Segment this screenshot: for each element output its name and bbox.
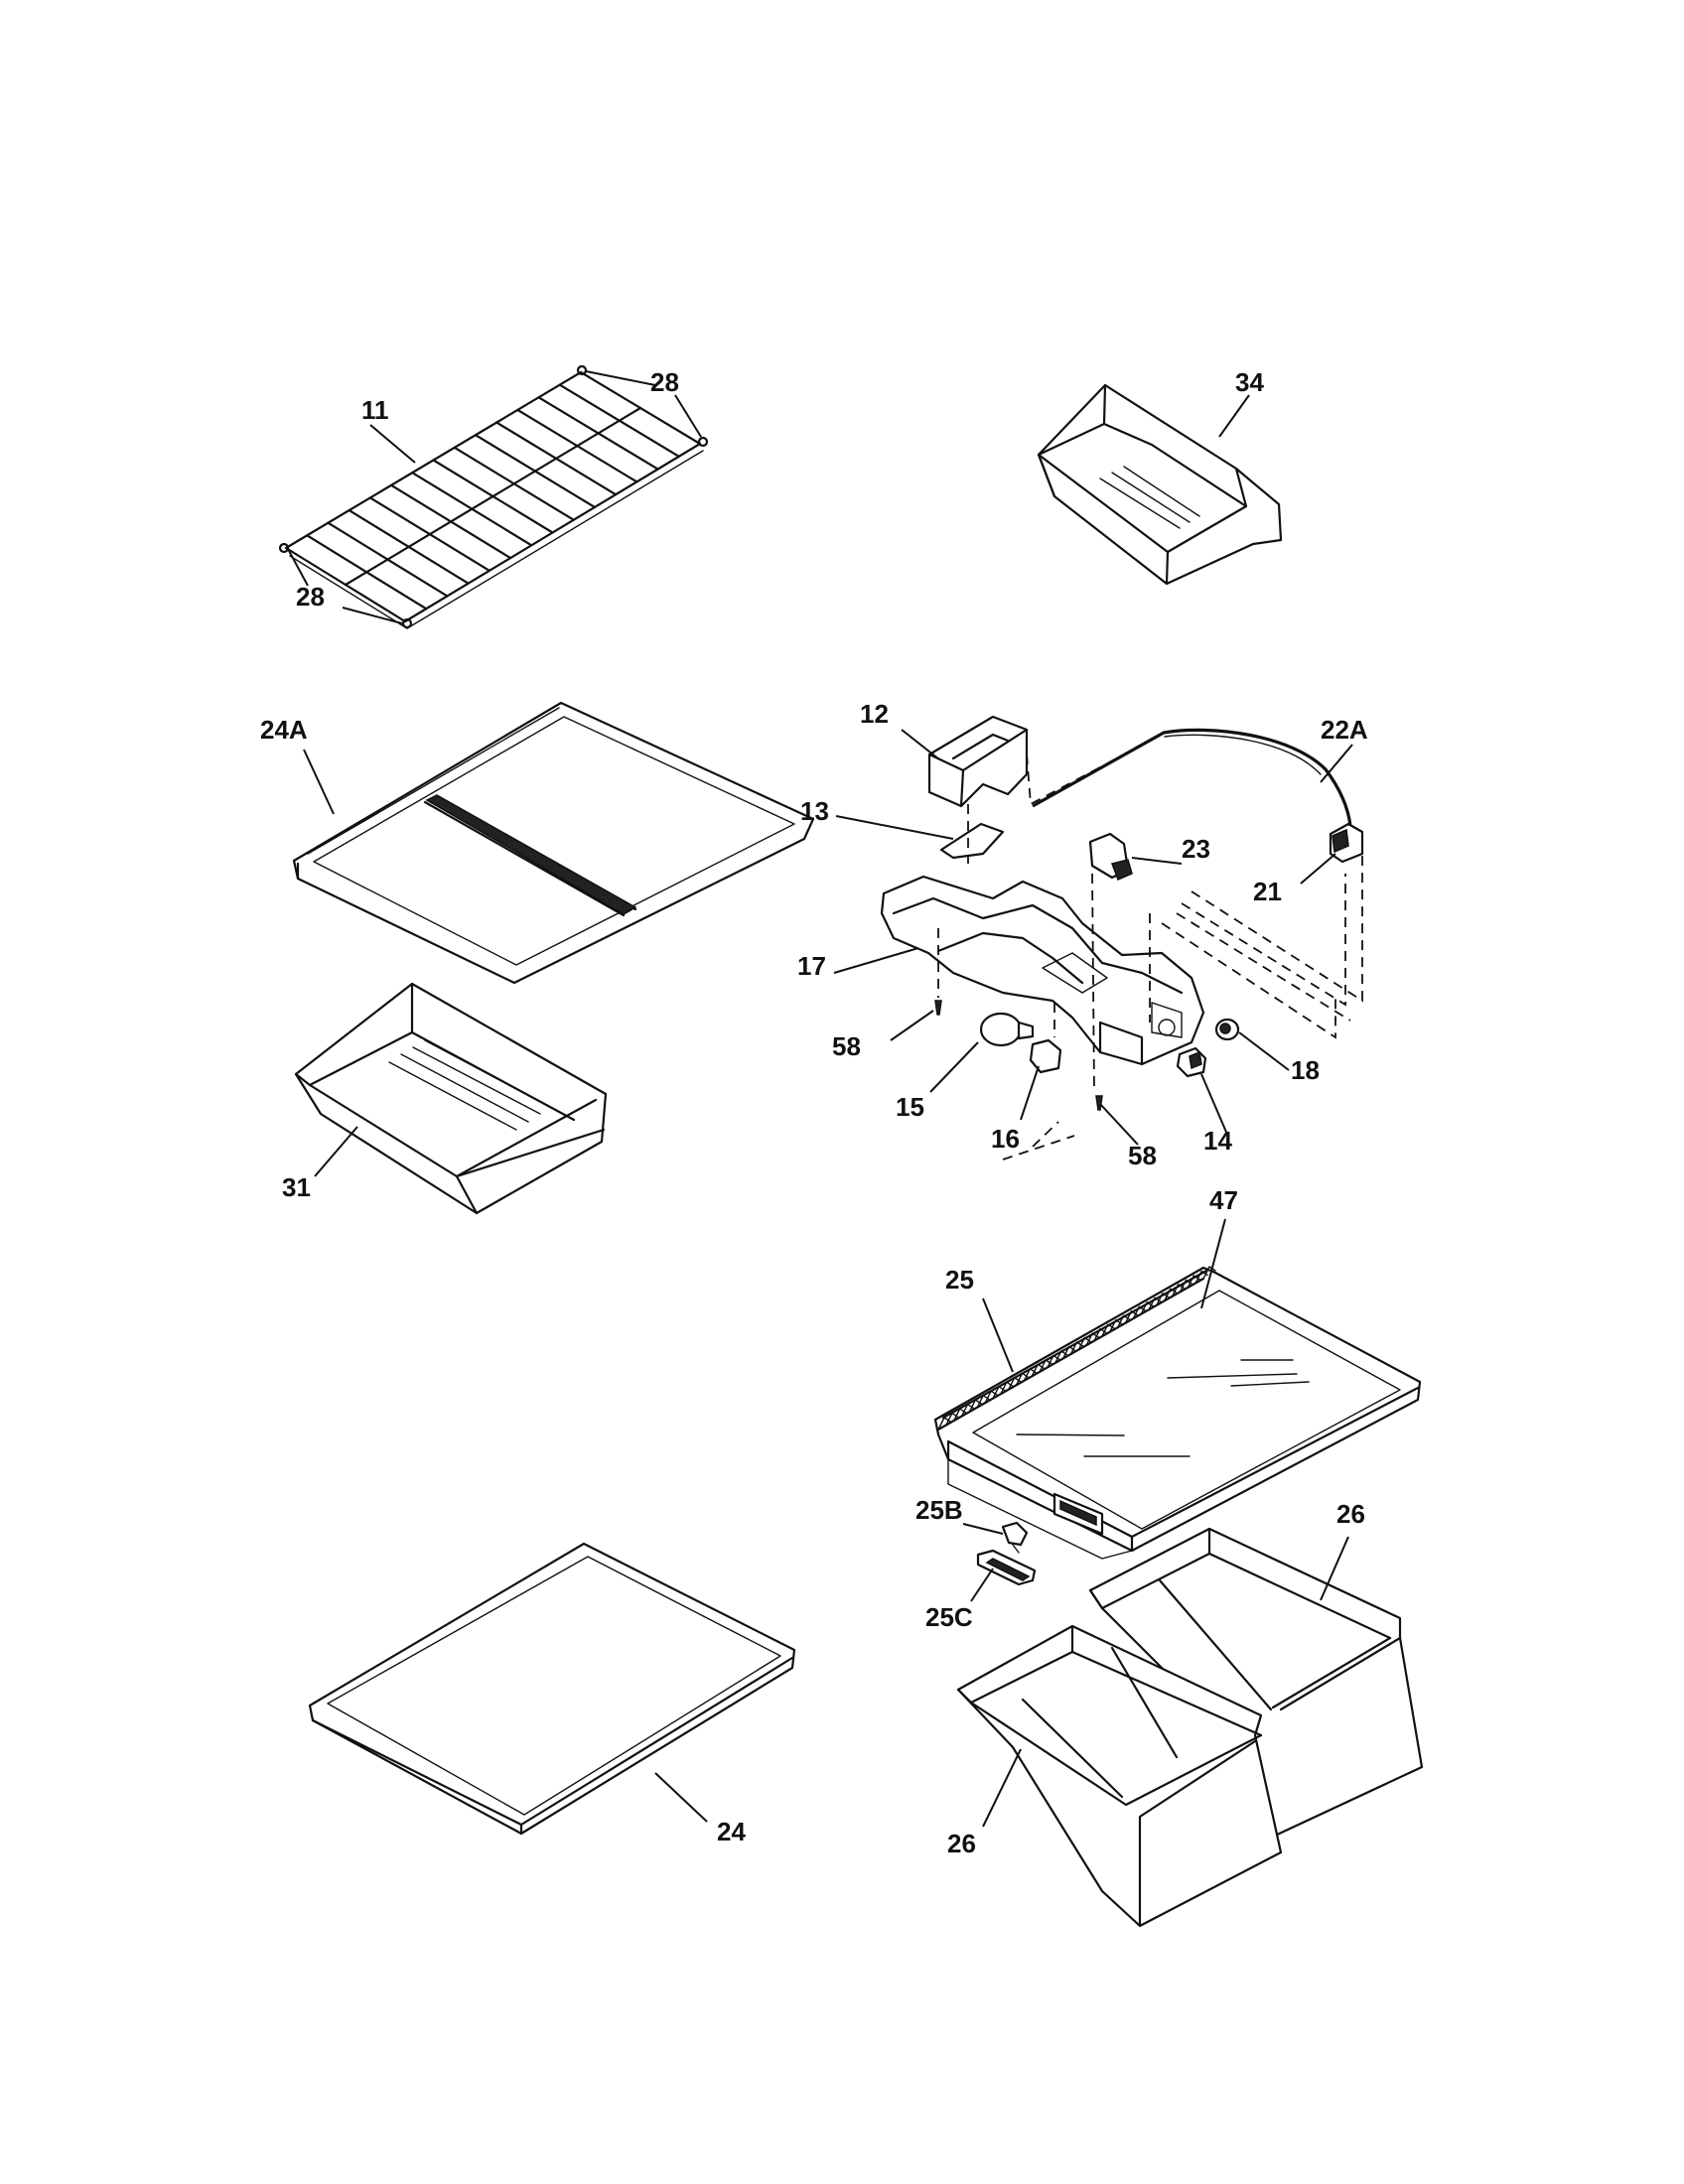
leader-lines bbox=[287, 370, 1353, 1828]
callout-26-right: 26 bbox=[1336, 1499, 1365, 1529]
callout-24: 24 bbox=[717, 1817, 746, 1846]
callout-25: 25 bbox=[945, 1265, 974, 1295]
control-knob-part-18 bbox=[1214, 1018, 1240, 1041]
callout-18: 18 bbox=[1291, 1055, 1320, 1085]
callout-28-bottom: 28 bbox=[296, 582, 325, 612]
divided-shelf-part-24a bbox=[292, 701, 815, 985]
light-socket-part-16 bbox=[1029, 1038, 1062, 1074]
callout-58-right: 58 bbox=[1128, 1141, 1157, 1170]
light-bulb-part-15 bbox=[979, 1012, 1035, 1047]
callout-23: 23 bbox=[1182, 834, 1210, 864]
storage-bin-part-34 bbox=[1037, 383, 1283, 586]
wire-shelf-part-11 bbox=[278, 364, 709, 629]
crisper-cover-part-47 bbox=[933, 1266, 1422, 1560]
rib-frame-part-25 bbox=[936, 1266, 1216, 1432]
clip-part-25b bbox=[1001, 1521, 1029, 1554]
bracket-part-25c bbox=[976, 1549, 1037, 1586]
callout-25b: 25B bbox=[915, 1495, 963, 1525]
crisper-drawer-part-26-front bbox=[956, 1624, 1283, 1928]
screw-part-58-right bbox=[1095, 1095, 1103, 1111]
lens-part-13 bbox=[939, 822, 1005, 860]
drawer-part-31 bbox=[294, 982, 608, 1215]
callout-22a: 22A bbox=[1321, 715, 1368, 745]
callout-17: 17 bbox=[797, 951, 826, 981]
control-housing-part-17 bbox=[880, 875, 1205, 1066]
wire-harness-part-22a bbox=[1032, 728, 1352, 827]
light-shield-part-12 bbox=[927, 715, 1029, 808]
screw-part-58-left bbox=[934, 1000, 942, 1016]
callout-26-left: 26 bbox=[947, 1829, 976, 1858]
switch-part-21 bbox=[1329, 822, 1364, 864]
callout-16: 16 bbox=[991, 1124, 1020, 1154]
callout-34: 34 bbox=[1235, 367, 1264, 397]
callout-21: 21 bbox=[1253, 877, 1282, 906]
frame-rib bbox=[1202, 1266, 1216, 1280]
callout-58-left: 58 bbox=[832, 1031, 861, 1061]
callout-28-top: 28 bbox=[650, 367, 679, 397]
callout-25c: 25C bbox=[925, 1602, 973, 1632]
crisper-drawer-part-26-rear bbox=[1088, 1527, 1424, 1839]
callout-11: 11 bbox=[361, 395, 389, 425]
callout-47: 47 bbox=[1209, 1185, 1238, 1215]
assembly-guide-lines bbox=[937, 734, 1363, 1160]
callout-12: 12 bbox=[860, 699, 889, 729]
glass-shelf-part-24 bbox=[308, 1542, 796, 1836]
callout-15: 15 bbox=[896, 1092, 924, 1122]
shelf-center-rod bbox=[344, 406, 642, 587]
callout-31: 31 bbox=[282, 1172, 311, 1202]
callout-14: 14 bbox=[1203, 1126, 1232, 1156]
callout-24a: 24A bbox=[260, 715, 308, 745]
callout-13: 13 bbox=[800, 796, 829, 826]
thermostat-part-23 bbox=[1088, 832, 1133, 881]
switch-part-14 bbox=[1176, 1046, 1207, 1078]
callout-labels: 11 28 28 34 24A 12 22A 13 23 21 17 58 15… bbox=[260, 367, 1368, 1858]
